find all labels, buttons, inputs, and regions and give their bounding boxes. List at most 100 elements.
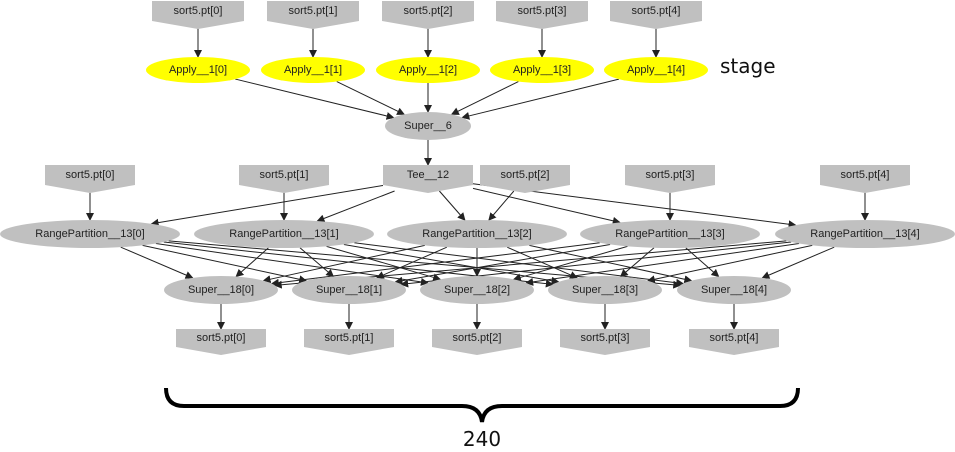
edge-ap4-s6 — [461, 78, 620, 120]
node-out3[interactable]: sort5.pt[3] — [560, 329, 650, 355]
edge-tee-rp3 — [472, 187, 621, 225]
house-node-shape — [45, 165, 135, 193]
node-label: sort5.pt[0] — [174, 5, 223, 17]
node-out2[interactable]: sort5.pt[2] — [432, 329, 522, 355]
node-label: Apply__1[3] — [513, 64, 571, 76]
node-in4[interactable]: sort5.pt[4] — [610, 1, 702, 29]
ellipse-node-shape — [580, 220, 760, 248]
node-label: sort5.pt[0] — [66, 169, 115, 181]
ellipse-node-shape — [604, 57, 708, 83]
edge-rp0-su2 — [155, 243, 429, 286]
node-pin3[interactable]: sort5.pt[3] — [625, 165, 715, 193]
node-rp4[interactable]: RangePartition__13[4] — [775, 220, 955, 248]
edge-rp3-su2 — [512, 245, 628, 282]
edge-rp2-su1 — [375, 246, 448, 279]
node-label: sort5.pt[0] — [197, 332, 246, 344]
node-label: sort5.pt[1] — [289, 5, 338, 17]
node-ap4[interactable]: Apply__1[4] — [604, 57, 708, 83]
node-pin2[interactable]: sort5.pt[2] — [480, 165, 570, 193]
house-node-shape — [820, 165, 910, 193]
edge-tee-rp2 — [438, 190, 466, 221]
node-out0[interactable]: sort5.pt[0] — [176, 329, 266, 355]
house-node-shape — [625, 165, 715, 193]
edge-rp4-su2 — [525, 243, 800, 286]
node-in1[interactable]: sort5.pt[1] — [267, 1, 359, 29]
edge-rp3-su3 — [619, 247, 655, 278]
edge-pin2-rp2 — [488, 190, 515, 221]
edge-ap1-s6 — [336, 81, 405, 115]
node-label: sort5.pt[2] — [453, 332, 502, 344]
node-in2[interactable]: sort5.pt[2] — [382, 1, 474, 29]
node-label: sort5.pt[3] — [518, 5, 567, 17]
node-in0[interactable]: sort5.pt[0] — [152, 1, 244, 29]
ellipse-node-shape — [261, 57, 365, 83]
node-label: sort5.pt[3] — [646, 169, 695, 181]
edge-rp1-su1 — [299, 247, 335, 278]
node-out1[interactable]: sort5.pt[1] — [304, 329, 394, 355]
ellipse-node-shape — [292, 276, 406, 304]
edge-tee-rp0 — [150, 184, 384, 227]
node-pin0[interactable]: sort5.pt[0] — [45, 165, 135, 193]
edge-tee-rp1 — [316, 190, 395, 223]
range-brace — [164, 387, 800, 423]
node-label: sort5.pt[4] — [841, 169, 890, 181]
ellipse-node-shape — [420, 276, 534, 304]
node-rp2[interactable]: RangePartition__13[2] — [387, 220, 567, 248]
node-rp0[interactable]: RangePartition__13[0] — [0, 220, 180, 248]
node-label: sort5.pt[1] — [325, 332, 374, 344]
node-label: Super__18[2] — [444, 284, 510, 296]
node-rp1[interactable]: RangePartition__13[1] — [194, 220, 374, 248]
node-ap0[interactable]: Apply__1[0] — [146, 57, 250, 83]
ellipse-node-shape — [0, 220, 180, 248]
ellipse-node-shape — [775, 220, 955, 248]
node-tee[interactable]: Tee__12 — [383, 165, 473, 193]
node-label: RangePartition__13[1] — [229, 228, 338, 240]
edge-rp0-su0 — [120, 246, 194, 279]
edge-rp2-su4 — [529, 244, 693, 284]
node-label: Super__18[1] — [316, 284, 382, 296]
node-label: Tee__12 — [407, 169, 449, 181]
house-node-shape — [176, 329, 266, 355]
node-su4[interactable]: Super__18[4] — [677, 276, 791, 304]
edge-ap3-s6 — [450, 81, 519, 115]
node-label: Apply__1[1] — [284, 64, 342, 76]
node-in3[interactable]: sort5.pt[3] — [496, 1, 588, 29]
house-node-shape — [382, 1, 474, 29]
edge-rp3-su1 — [394, 243, 611, 285]
node-ap1[interactable]: Apply__1[1] — [261, 57, 365, 83]
node-out4[interactable]: sort5.pt[4] — [689, 329, 779, 355]
house-node-shape — [267, 1, 359, 29]
ellipse-node-shape — [490, 57, 594, 83]
house-node-shape — [152, 1, 244, 29]
node-label: RangePartition__13[3] — [615, 228, 724, 240]
node-s6[interactable]: Super__6 — [385, 112, 471, 140]
node-ap2[interactable]: Apply__1[2] — [376, 57, 480, 83]
node-su0[interactable]: Super__18[0] — [164, 276, 278, 304]
node-label: sort5.pt[2] — [501, 169, 550, 181]
ellipse-node-shape — [376, 57, 480, 83]
node-label: Super__18[4] — [701, 284, 767, 296]
node-label: RangePartition__13[0] — [35, 228, 144, 240]
ellipse-node-shape — [385, 112, 471, 140]
node-pin4[interactable]: sort5.pt[4] — [820, 165, 910, 193]
edge-ap0-s6 — [235, 78, 395, 120]
ellipse-node-shape — [548, 276, 662, 304]
node-ap3[interactable]: Apply__1[3] — [490, 57, 594, 83]
stage-label: stage — [720, 54, 776, 78]
node-label: Apply__1[0] — [169, 64, 227, 76]
house-node-shape — [304, 329, 394, 355]
node-su3[interactable]: Super__18[3] — [548, 276, 662, 304]
edge-rp2-su0 — [262, 244, 425, 284]
node-rp3[interactable]: RangePartition__13[3] — [580, 220, 760, 248]
ellipse-node-shape — [677, 276, 791, 304]
node-label: sort5.pt[4] — [632, 5, 681, 17]
node-label: Super__18[0] — [188, 284, 254, 296]
node-pin1[interactable]: sort5.pt[1] — [239, 165, 329, 193]
edge-rp0-su1 — [142, 244, 308, 284]
house-node-shape — [610, 1, 702, 29]
ellipse-node-shape — [387, 220, 567, 248]
node-label: Apply__1[2] — [399, 64, 457, 76]
node-su2[interactable]: Super__18[2] — [420, 276, 534, 304]
house-node-shape — [689, 329, 779, 355]
node-su1[interactable]: Super__18[1] — [292, 276, 406, 304]
